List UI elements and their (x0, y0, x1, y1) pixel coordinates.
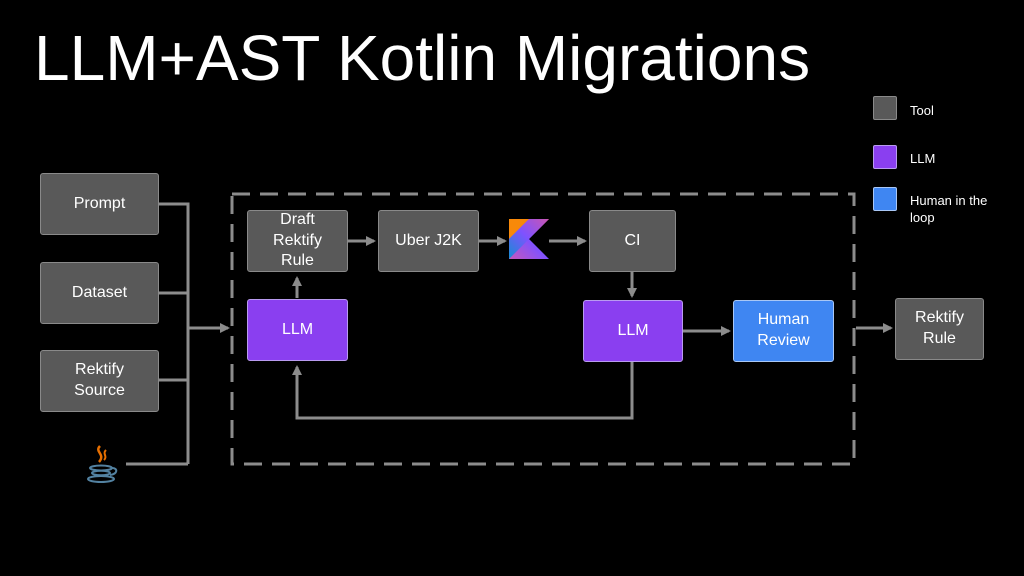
input-merge-connector (159, 202, 190, 464)
dataset-box: Dataset (40, 262, 159, 324)
java-logo-icon (87, 445, 118, 483)
legend-human-swatch (873, 187, 897, 211)
human-review-label: Human Review (757, 311, 810, 349)
legend-human-label: Human in the loop (910, 193, 988, 225)
draft-rektify-rule-label: Draft Rektify Rule (273, 210, 322, 270)
draft-rektify-rule-box: Draft Rektify Rule (247, 210, 348, 272)
dataset-label: Dataset (71, 283, 128, 301)
llm-right-box: LLM (583, 300, 683, 362)
legend-llm-label: LLM (910, 151, 936, 166)
page-title: LLM+AST Kotlin Migrations (34, 22, 811, 94)
uber-j2k-label: Uber J2K (395, 231, 462, 249)
llm-right-label: LLM (617, 321, 649, 339)
llm-left-box: LLM (247, 299, 348, 361)
ci-label: CI (624, 231, 641, 249)
legend-tool-label: Tool (910, 103, 934, 118)
llm-left-label: LLM (281, 320, 314, 338)
rektify-rule-output-label: Rektify Rule (915, 309, 964, 347)
pipeline-boundary (230, 192, 856, 466)
legend-llm-swatch (873, 145, 897, 169)
prompt-label: Prompt (73, 194, 126, 212)
uber-j2k-box: Uber J2K (378, 210, 479, 272)
kotlin-logo-icon (509, 219, 549, 259)
rektify-source-label: Rektify Source (74, 361, 125, 399)
rektify-rule-output-box: Rektify Rule (895, 298, 984, 360)
ci-box: CI (589, 210, 676, 272)
human-review-box: Human Review (733, 300, 834, 362)
rektify-source-box: Rektify Source (40, 350, 159, 412)
feedback-loop-arrow (292, 362, 634, 420)
prompt-box: Prompt (40, 173, 159, 235)
legend-tool-swatch (873, 96, 897, 120)
